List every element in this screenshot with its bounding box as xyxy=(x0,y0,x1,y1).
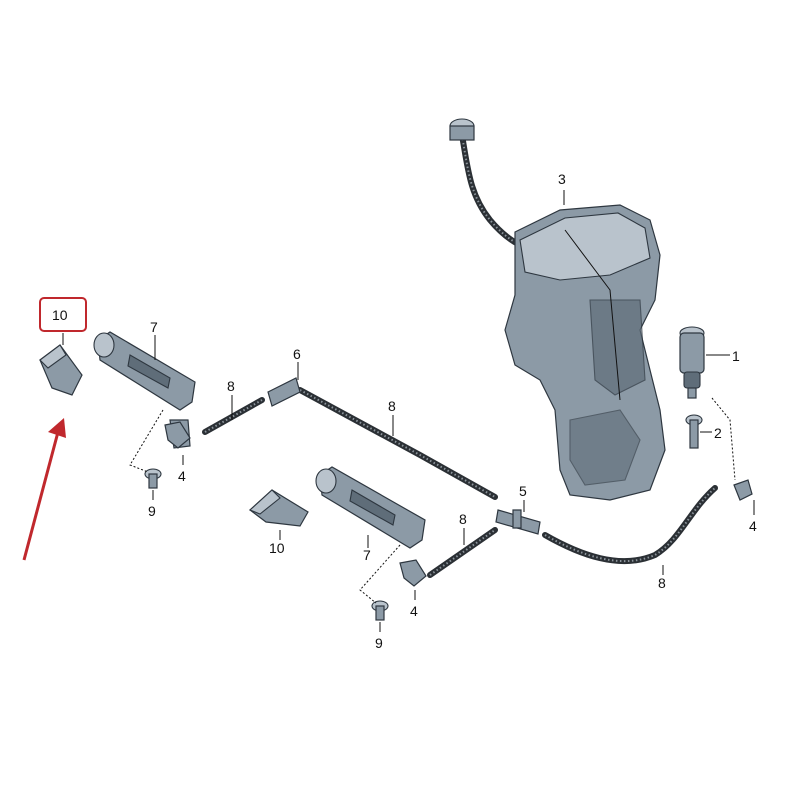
callout-4-upper: 4 xyxy=(178,468,186,484)
callout-8-right: 8 xyxy=(658,575,666,591)
callout-4-lower: 4 xyxy=(410,603,418,619)
callout-10-lower: 10 xyxy=(269,540,285,556)
callout-5: 5 xyxy=(519,483,527,499)
callout-6: 6 xyxy=(293,346,301,362)
callout-8-center: 8 xyxy=(388,398,396,414)
red-pointer-arrow xyxy=(22,418,66,561)
headlight-washer-nozzle-upper xyxy=(93,331,196,449)
callout-9-lower: 9 xyxy=(375,635,383,651)
callout-8-lower: 8 xyxy=(459,511,467,527)
callout-9-upper: 9 xyxy=(148,503,156,519)
elbow-connector-lower xyxy=(399,559,427,587)
highlight-box xyxy=(39,297,87,332)
callout-8-upper-left: 8 xyxy=(227,378,235,394)
callout-7-lower: 7 xyxy=(363,547,371,563)
mounting-screw-2 xyxy=(685,414,703,449)
hose-long-center xyxy=(297,387,498,500)
callout-2: 2 xyxy=(714,425,722,441)
hose-right-long xyxy=(542,485,718,565)
hose-left-short xyxy=(202,397,265,435)
nozzle-cover-lower xyxy=(248,489,309,527)
callout-1: 1 xyxy=(732,348,740,364)
headlight-washer-nozzle-lower xyxy=(315,466,426,549)
callout-3: 3 xyxy=(558,171,566,187)
mounting-screw-9-upper xyxy=(144,468,162,489)
t-connector-5 xyxy=(495,509,541,535)
washer-fluid-reservoir xyxy=(449,118,666,501)
washer-pump xyxy=(679,326,705,399)
t-connector-6 xyxy=(267,377,301,407)
filler-neck-cap xyxy=(449,118,475,141)
mounting-screw-9-lower xyxy=(371,600,389,621)
hose-lower-short xyxy=(427,527,498,578)
hose-pump-to-connector xyxy=(711,397,736,481)
callout-10-highlighted: 10 xyxy=(52,307,68,323)
callout-4-right: 4 xyxy=(749,518,757,534)
callout-leaders xyxy=(62,190,755,632)
elbow-connector-right xyxy=(733,479,753,501)
elbow-connector-upper xyxy=(164,421,191,449)
nozzle-cover-upper xyxy=(39,344,83,396)
callout-7-upper: 7 xyxy=(150,319,158,335)
